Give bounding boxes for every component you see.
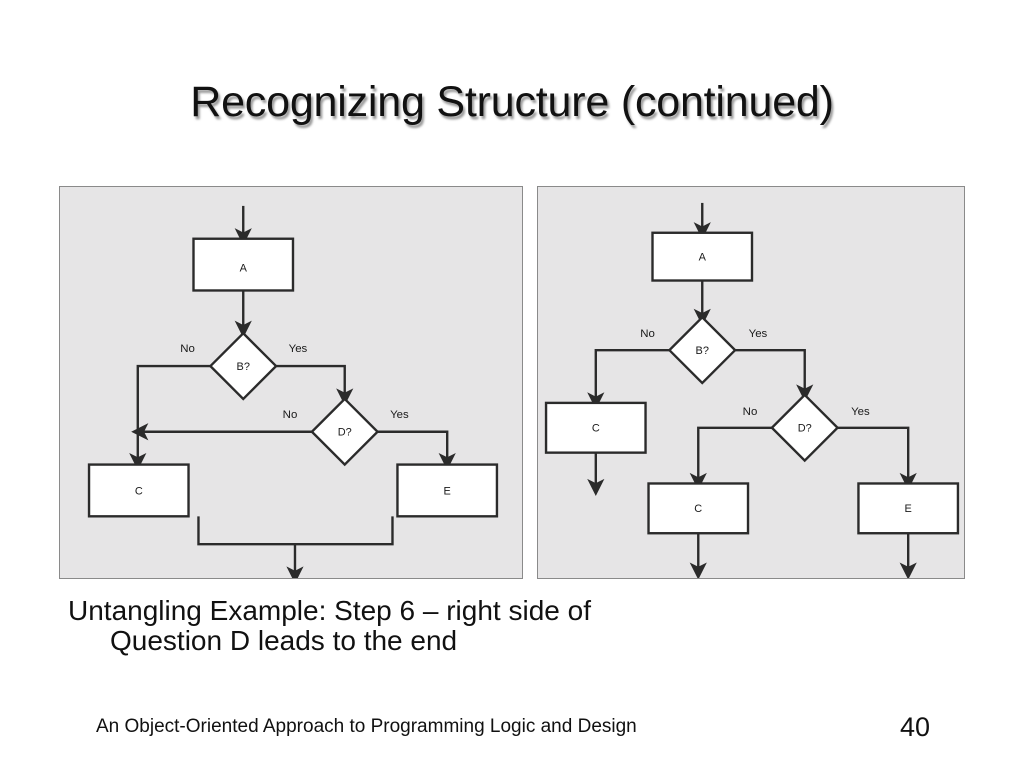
- slide-caption: Untangling Example: Step 6 – right side …: [68, 595, 948, 657]
- edge-d-yes-to-e: [377, 430, 456, 471]
- node-e: E: [857, 482, 960, 535]
- caption-line-1: Untangling Example: Step 6 – right side …: [68, 595, 591, 626]
- node-d: D?: [310, 397, 380, 467]
- edge-b-yes-to-d: [735, 348, 814, 402]
- node-b: B?: [208, 331, 278, 401]
- node-c1: C: [544, 401, 647, 454]
- node-c1-label: C: [592, 423, 600, 435]
- node-e-label: E: [444, 485, 451, 497]
- edge-label-d-yes: Yes: [390, 409, 409, 421]
- node-c: C: [87, 463, 190, 518]
- edge-label-d-no: No: [283, 409, 298, 421]
- node-b: B?: [667, 315, 737, 385]
- edge-label-b-no: No: [180, 343, 195, 355]
- node-e: E: [396, 463, 499, 518]
- left-flowchart-svg: A B? No Yes D? No Yes C: [87, 205, 499, 578]
- edge-b-no-to-c1: [587, 348, 670, 410]
- node-c2-label: C: [694, 503, 702, 515]
- node-d-label: D?: [798, 423, 812, 435]
- edge-b-no-to-c: [129, 364, 211, 471]
- page-number: 40: [900, 712, 931, 742]
- edge-label-d-yes: Yes: [851, 406, 870, 418]
- edge-d-yes-to-e: [837, 426, 917, 491]
- node-d: D?: [770, 393, 840, 463]
- node-a-label: A: [240, 262, 248, 274]
- node-d-label: D?: [338, 427, 352, 439]
- node-e-label: E: [905, 503, 912, 515]
- left-join-lines: [197, 516, 394, 546]
- right-flowchart-panel: A B? No Yes C D? No Yes: [537, 186, 965, 579]
- edge-d-no-to-c2: [689, 426, 772, 491]
- node-c-label: C: [135, 485, 143, 497]
- left-flowchart-panel: A B? No Yes D? No Yes C: [59, 186, 523, 579]
- node-a: A: [192, 237, 295, 292]
- node-b-label: B?: [237, 361, 250, 373]
- node-a: A: [651, 231, 754, 282]
- page-title: Recognizing Structure (continued): [190, 78, 834, 126]
- edge-label-b-yes: Yes: [289, 343, 308, 355]
- edge-label-b-no: No: [640, 328, 655, 340]
- right-connectors: [587, 202, 917, 578]
- node-c2: C: [647, 482, 750, 535]
- node-b-label: B?: [696, 345, 709, 357]
- edge-c-e-join: [197, 516, 394, 546]
- edge-label-d-no: No: [743, 406, 758, 418]
- left-connectors: [129, 205, 456, 578]
- right-flowchart-svg: A B? No Yes C D? No Yes: [544, 202, 960, 578]
- edge-b-yes-to-d: [276, 364, 354, 406]
- caption-line-2: Question D leads to the end: [110, 625, 458, 657]
- edge-label-b-yes: Yes: [749, 328, 768, 340]
- footer-book-title: An Object-Oriented Approach to Programmi…: [96, 716, 637, 737]
- node-a-label: A: [699, 252, 707, 264]
